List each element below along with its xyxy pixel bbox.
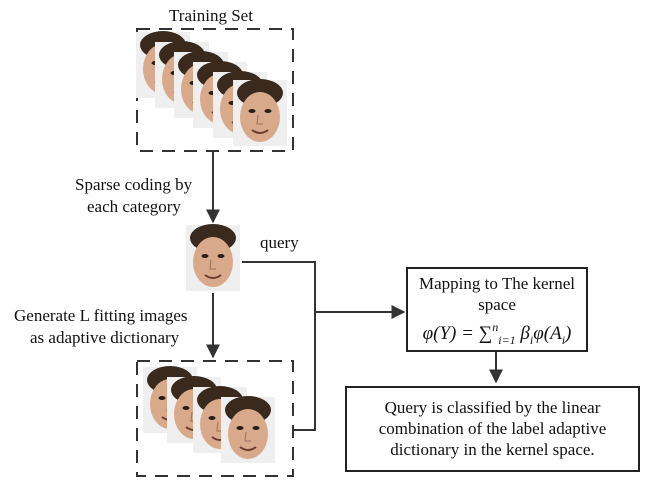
formula-a-sub: i [561,333,566,347]
formula-sub: i=1 [498,333,516,347]
query-connector [242,261,316,312]
dictionary-face-4 [220,395,276,464]
training-face-6 [232,78,288,147]
classify-line1: Query is classified by the linear [384,398,601,417]
mapping-formula: φ(Y) = ∑ni=1 βiφ(Ai) [408,317,586,351]
sparse-coding-label-2: each category [87,197,181,216]
formula-beta: β [520,323,530,344]
classify-line3: dictionary in the kernel space. [390,440,595,459]
formula-phi-a: φ(A [533,323,562,344]
dictionary-connector [294,312,316,431]
generate-label-2: as adaptive dictionary [30,328,180,347]
classify-box: Query is classified by the linear combin… [345,386,640,472]
formula-beta-sub: i [529,333,534,347]
generate-label-1: Generate L fitting images [14,306,188,325]
mapping-box: Mapping to The kernel space φ(Y) = ∑ni=1… [406,267,588,352]
classify-line2: combination of the label adaptive [378,419,607,438]
formula-sum: ∑ [478,323,493,344]
sparse-coding-label-1: Sparse coding by [75,175,193,194]
query-label: query [260,233,299,252]
mapping-title-line1: Mapping to The kernel [419,274,575,293]
mapping-title-line2: space [478,295,516,314]
dictionary-frame [136,360,294,477]
training-set-label: Training Set [169,6,253,25]
formula-close: ) [565,323,572,344]
query-face [185,223,241,292]
formula-lhs: φ(Y) = [422,323,479,344]
formula-sup: n [492,320,499,334]
